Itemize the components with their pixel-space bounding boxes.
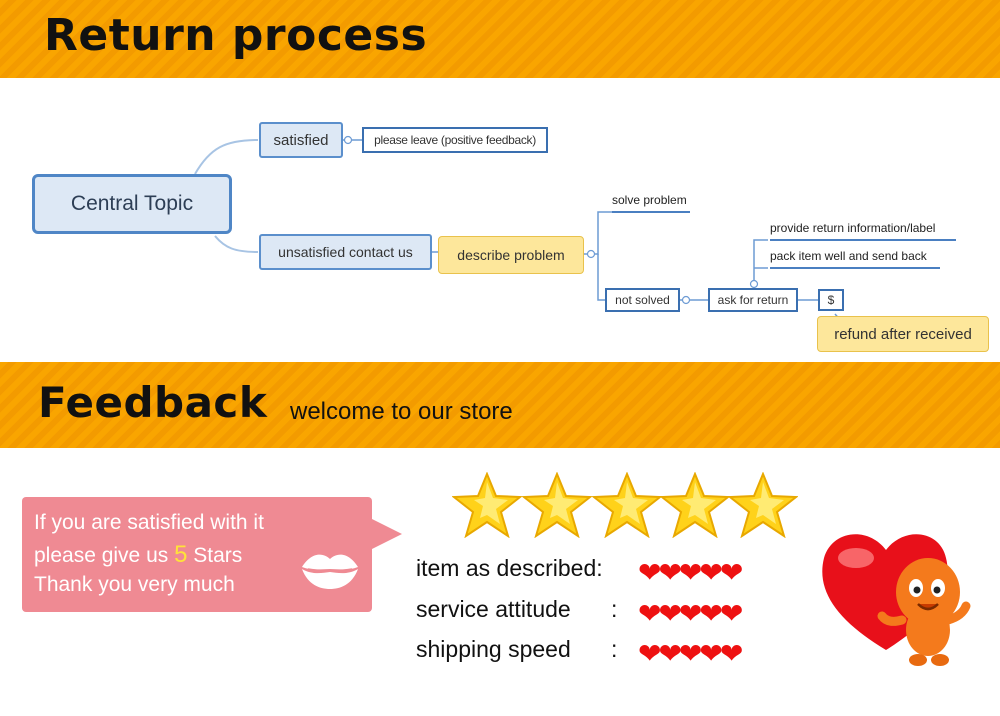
describe-problem-node: describe problem xyxy=(438,236,584,274)
rating-colon: : xyxy=(611,596,618,622)
kiss-lips-icon xyxy=(302,554,358,589)
star-icon xyxy=(660,472,730,538)
hearts-service-attitude: ❤❤❤❤❤ xyxy=(638,598,743,629)
star-icon xyxy=(592,472,662,538)
hearts-item-described: ❤❤❤❤❤ xyxy=(638,557,743,588)
five-star-request-box: If you are satisfied with it please give… xyxy=(22,497,372,612)
rating-colon: : xyxy=(611,636,618,662)
star-icon xyxy=(452,472,522,538)
rating-label-service-attitude: service attitude xyxy=(416,596,571,622)
mindmap-connectors xyxy=(194,135,843,323)
return-process-banner: Return process xyxy=(0,0,1000,78)
five-number: 5 xyxy=(174,541,188,568)
hearts-shipping-speed: ❤❤❤❤❤ xyxy=(638,638,743,669)
central-topic-node: Central Topic xyxy=(32,174,232,234)
message-line-2: please give us 5 Stars xyxy=(34,541,242,569)
feedback-subtitle: welcome to our store xyxy=(290,398,513,425)
star-icon xyxy=(522,472,592,538)
satisfied-node: satisfied xyxy=(259,122,343,158)
rating-label-shipping-speed: shipping speed xyxy=(416,636,571,662)
solve-problem-label: solve problem xyxy=(612,193,690,213)
mascot-heart-illustration xyxy=(822,534,971,666)
leave-feedback-node: please leave (positive feedback) xyxy=(362,127,548,153)
unsatisfied-node: unsatisfied contact us xyxy=(259,234,432,270)
dollar-node: $ xyxy=(818,289,844,311)
speech-bubble-tail xyxy=(370,518,402,550)
message-line-1: If you are satisfied with it xyxy=(34,511,264,534)
feedback-banner: Feedback welcome to our store xyxy=(0,362,1000,448)
message-line-2-prefix: please give us xyxy=(34,544,175,567)
return-process-title: Return process xyxy=(44,10,428,61)
not-solved-node: not solved xyxy=(605,288,680,312)
provide-info-label: provide return information/label xyxy=(770,221,956,241)
message-line-3: Thank you very much xyxy=(34,573,235,596)
pack-item-label: pack item well and send back xyxy=(770,249,940,269)
rating-label-item-described: item as described: xyxy=(416,555,603,581)
ask-for-return-node: ask for return xyxy=(708,288,798,312)
star-icon xyxy=(728,472,798,538)
refund-node: refund after received xyxy=(817,316,989,352)
return-process-mindmap: satisfied please leave (positive feedbac… xyxy=(0,78,1000,362)
feedback-title: Feedback xyxy=(38,378,268,427)
message-line-2-suffix: Stars xyxy=(187,544,243,567)
